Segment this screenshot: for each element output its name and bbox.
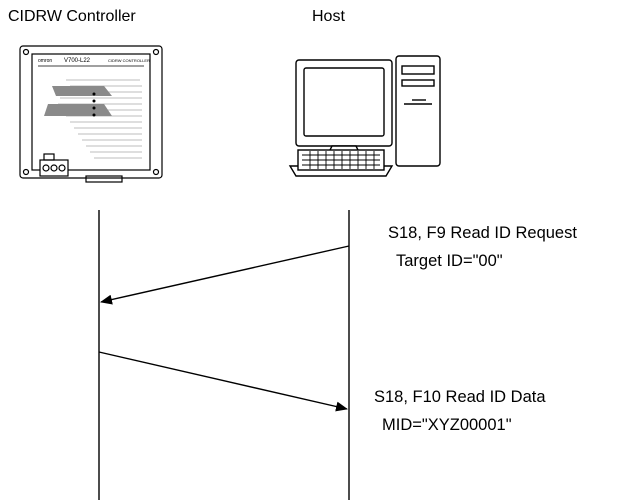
device-caption: CIDRW CONTROLLER: [108, 58, 150, 63]
data-message-detail: MID="XYZ00001": [382, 416, 512, 434]
read-id-data-arrow: [98, 351, 348, 412]
data-message-label: S18, F10 Read ID Data: [374, 388, 546, 406]
read-id-request-arrow: [100, 245, 350, 305]
host-title: Host: [312, 8, 345, 25]
device-model: V700-L22: [64, 58, 91, 64]
controller-device-icon: [19, 45, 163, 183]
request-message-detail: Target ID="00": [396, 252, 503, 270]
host-computer-icon: [288, 55, 441, 177]
device-brand: omron: [38, 58, 52, 64]
request-message-label: S18, F9 Read ID Request: [388, 224, 577, 242]
controller-title: CIDRW Controller: [8, 8, 136, 25]
